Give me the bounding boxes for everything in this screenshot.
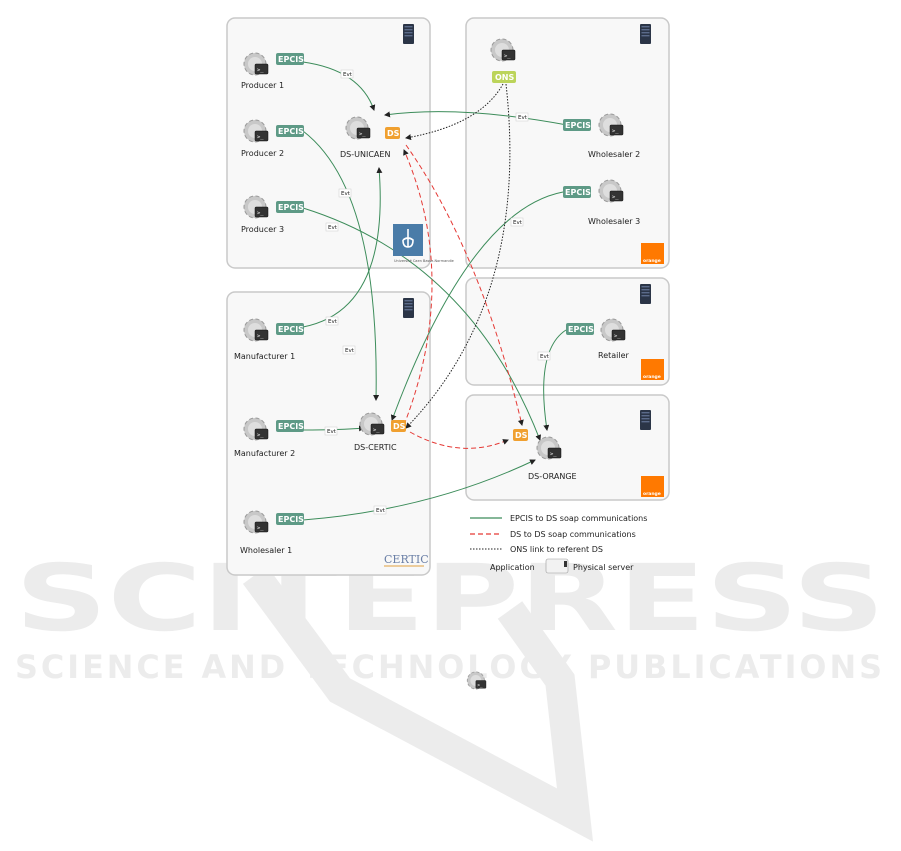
server-icon	[640, 410, 651, 430]
node-label: Producer 3	[241, 225, 284, 234]
node-ds-certic: DS DS-CERTIC	[354, 412, 406, 452]
certic-logo-text: CERTIC	[384, 553, 429, 566]
epcis-badge-label: EPCIS	[278, 55, 304, 64]
watermark-title: SCITEPRESS	[15, 545, 885, 652]
epcis-badge-label: EPCIS	[278, 203, 304, 212]
orange-logo-text: orange	[643, 491, 661, 497]
watermark-arrow	[242, 566, 594, 842]
ds-badge	[513, 429, 528, 441]
legend-ds-label: DS to DS soap communications	[510, 530, 636, 539]
orange-logo: orange	[641, 476, 664, 497]
epcis-badge	[276, 323, 304, 335]
node-producer-2: Producer 2 EPCIS	[241, 119, 304, 158]
epcis-badge-label: EPCIS	[565, 121, 591, 130]
epcis-badge	[566, 323, 594, 335]
node-label: DS-ORANGE	[528, 472, 577, 481]
orange-logo-text: orange	[643, 258, 661, 264]
ons-badge-label: ONS	[495, 73, 514, 82]
orange-logo-text: orange	[643, 374, 661, 380]
ds-badge	[391, 420, 406, 432]
node-label: Producer 1	[241, 81, 284, 90]
legend-server-label: Physical server	[573, 563, 634, 572]
node-label: DS-CERTIC	[354, 443, 397, 452]
unicaen-logo: Université Caen Basse-Normandie	[393, 224, 454, 263]
node-ds-orange: DS DS-ORANGE	[513, 429, 577, 481]
epcis-badge-label: EPCIS	[565, 188, 591, 197]
orange-logo: orange	[641, 359, 664, 380]
ons-links	[405, 83, 511, 429]
legend-epcis-label: EPCIS to DS soap communications	[510, 514, 647, 523]
node-ons: ONS	[490, 38, 516, 83]
legend-server-icon	[545, 558, 569, 574]
watermark-subtitle: SCIENCE AND TECHNOLOGY PUBLICATIONS	[15, 648, 885, 686]
node-label: Manufacturer 2	[234, 449, 295, 458]
epcis-badge	[276, 125, 304, 137]
epcis-badge-label: EPCIS	[568, 325, 594, 334]
evt-label: Evt	[328, 319, 338, 325]
node-wholesaler-2: EPCIS Wholesaler 2	[563, 113, 640, 159]
epcis-badge-label: EPCIS	[278, 127, 304, 136]
evt-badges: Evt Evt Evt Evt Evt Evt Evt Evt Evt Evt	[324, 69, 551, 515]
node-label: Producer 2	[241, 149, 284, 158]
node-label: Retailer	[598, 351, 630, 360]
evt-label: Evt	[518, 115, 528, 121]
legend-ons-label: ONS link to referent DS	[510, 545, 603, 554]
evt-label: Evt	[376, 508, 386, 514]
epcis-badge-label: EPCIS	[278, 515, 304, 524]
server-icon	[403, 298, 414, 318]
server-icon	[403, 24, 414, 44]
epcis-badge	[276, 420, 304, 432]
legend-application-label: Application	[490, 563, 535, 572]
evt-label: Evt	[513, 220, 523, 226]
evt-label: Evt	[540, 354, 550, 360]
node-manufacturer-1: EPCIS Manufacturer 1	[234, 318, 304, 361]
ds-links	[403, 144, 524, 449]
epcis-badge-label: EPCIS	[278, 422, 304, 431]
ds-badge-label: DS	[515, 431, 528, 440]
ds-badge-label: DS	[393, 422, 406, 431]
node-wholesaler-3: EPCIS Wholesaler 3	[563, 179, 640, 226]
orange-logo: orange	[641, 243, 664, 264]
epcis-badge	[563, 186, 591, 198]
epcis-links	[302, 61, 568, 521]
ds-badge	[385, 127, 400, 139]
certic-logo: CERTIC	[384, 553, 429, 567]
node-label: Wholesaler 3	[588, 217, 640, 226]
node-label: Manufacturer 1	[234, 352, 295, 361]
node-wholesaler-1: EPCIS Wholesaler 1	[240, 510, 304, 555]
epcis-badge	[276, 513, 304, 525]
node-retailer: EPCIS Retailer	[566, 318, 630, 360]
server-icon	[640, 24, 651, 44]
ds-badge-label: DS	[387, 129, 400, 138]
node-producer-3: EPCIS Producer 3	[241, 195, 304, 234]
application-icon	[466, 671, 487, 690]
legend: EPCIS to DS soap communications DS to DS…	[466, 514, 647, 690]
evt-label: Evt	[327, 429, 337, 435]
evt-label: Evt	[343, 72, 353, 78]
evt-label: Evt	[341, 191, 351, 197]
node-label: Wholesaler 1	[240, 546, 292, 555]
epcis-badge	[563, 119, 591, 131]
epcis-badge	[276, 201, 304, 213]
orange-site-box-1	[465, 17, 670, 269]
node-manufacturer-2: EPCIS Manufacturer 2	[234, 417, 304, 458]
epcis-badge-label: EPCIS	[278, 325, 304, 334]
epcis-badge	[276, 53, 304, 65]
node-label: DS-UNICAEN	[340, 150, 390, 159]
unicaen-logo-text: Université Caen Basse-Normandie	[394, 259, 454, 263]
node-ds-unicaen: DS DS-UNICAEN	[340, 116, 400, 159]
ons-badge	[492, 71, 516, 83]
evt-label: Evt	[328, 225, 338, 231]
evt-label: Evt	[345, 348, 355, 354]
node-label: Wholesaler 2	[588, 150, 640, 159]
node-producer-1: EPCIS Producer 1	[241, 52, 304, 90]
server-icon	[640, 284, 651, 304]
orange-site-box-3	[465, 394, 670, 501]
